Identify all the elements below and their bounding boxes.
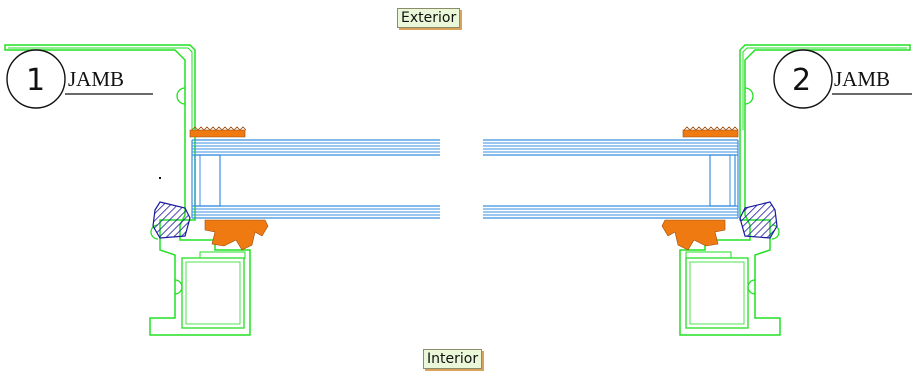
left-screw-boss-top <box>176 87 186 105</box>
callout-1-number: 1 <box>26 63 45 98</box>
right-top-gasket <box>682 129 739 138</box>
right-top-gasket-teeth <box>683 126 739 131</box>
left-top-gasket <box>189 129 246 138</box>
right-spacer <box>709 140 739 218</box>
right-lower-chamber-inner <box>689 261 745 325</box>
right-screw-boss-top <box>744 87 754 105</box>
left-bottom-gasket <box>204 219 269 251</box>
right-lower-web <box>685 251 732 259</box>
callout-2-circle <box>773 49 833 109</box>
left-inner-glass-pane <box>192 205 440 219</box>
right-lower-chamber <box>685 257 749 329</box>
interior-label: Interior <box>423 349 483 369</box>
exterior-label: Exterior <box>397 8 461 28</box>
left-lower-chamber <box>181 257 245 329</box>
left-top-gasket-teeth <box>191 126 247 131</box>
callout-2-label: JAMB <box>834 67 890 91</box>
left-lower-web <box>199 251 246 259</box>
right-jamb-section <box>661 44 911 336</box>
left-screw-boss-low <box>174 279 183 295</box>
left-spacer <box>191 140 221 218</box>
callout-1: 1 JAMB <box>6 49 153 109</box>
callout-1-label: JAMB <box>68 67 124 91</box>
callout-2-number: 2 <box>792 63 811 98</box>
right-screw-boss-low <box>747 279 756 295</box>
left-dot-mark <box>159 177 161 179</box>
right-outer-glass-pane <box>483 139 738 156</box>
right-bottom-gasket <box>661 219 726 251</box>
left-outer-glass-pane <box>192 139 440 156</box>
right-inner-glass-pane <box>483 205 738 219</box>
left-jamb-section <box>4 44 269 336</box>
right-frame-inner-line <box>742 47 907 130</box>
left-frame-inner-line <box>8 47 193 130</box>
callout-1-circle <box>6 49 66 109</box>
left-lower-chamber-inner <box>185 261 241 325</box>
glazing-unit <box>191 139 739 219</box>
callout-2: 2 JAMB <box>773 49 912 109</box>
right-hatched-block <box>739 201 778 239</box>
left-hatched-block <box>152 201 191 239</box>
